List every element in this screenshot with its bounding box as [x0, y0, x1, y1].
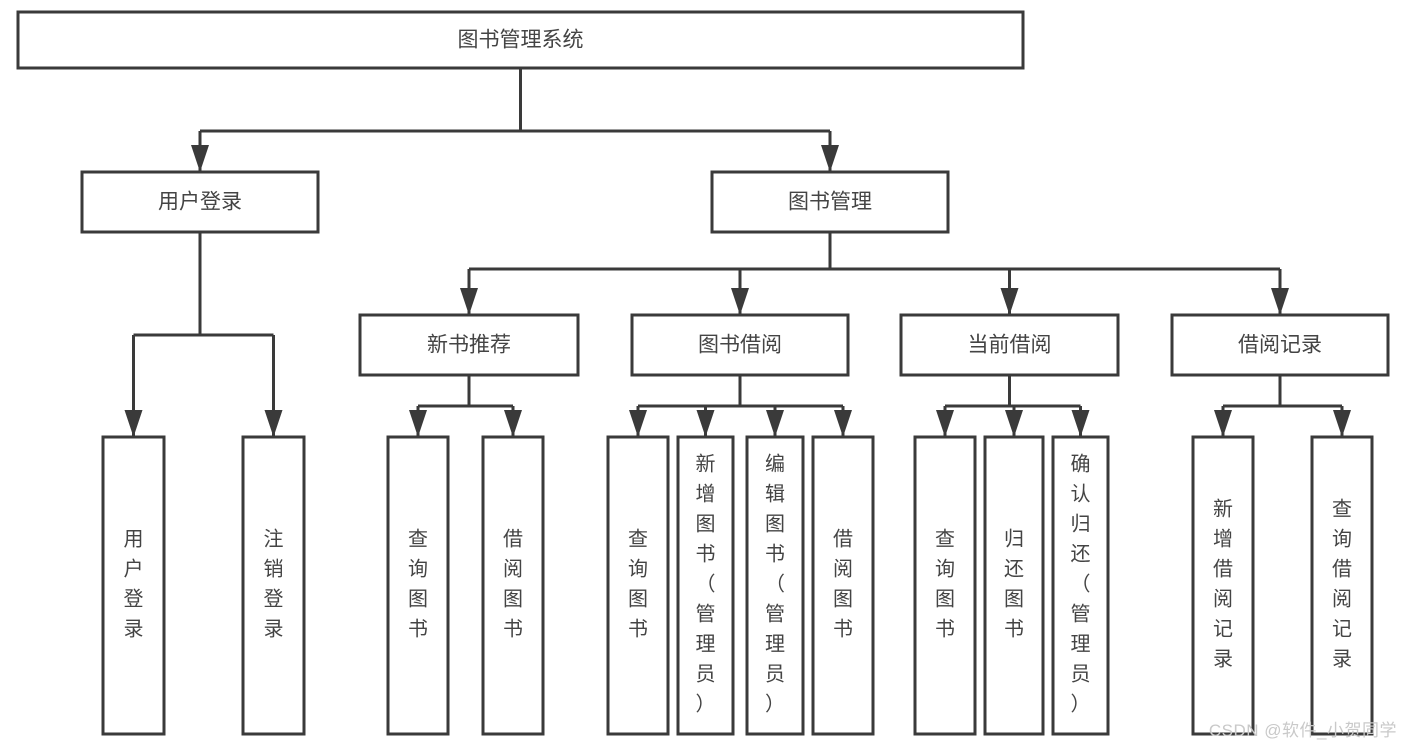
node-label: 借阅图书 — [833, 528, 853, 641]
node-box[interactable] — [1191, 435, 1255, 736]
arrow-head-icon — [1005, 410, 1023, 437]
node-label: 确认归还（管理员） — [1071, 453, 1091, 716]
node-box[interactable] — [606, 435, 670, 736]
node-label: 注销登录 — [264, 528, 284, 641]
node-box[interactable] — [358, 313, 580, 377]
node-box[interactable] — [630, 313, 850, 377]
node-leaf-borrow-book-2[interactable]: 借阅图书 — [811, 435, 875, 736]
edge-group-new-book-recommend — [409, 375, 522, 437]
node-box[interactable] — [710, 170, 950, 234]
node-leaf-query-book-1[interactable]: 查询图书 — [386, 435, 450, 736]
node-current-borrow[interactable]: 当前借阅 — [899, 313, 1120, 377]
node-label: 图书管理 — [788, 191, 872, 214]
node-root[interactable]: 图书管理系统 — [16, 10, 1025, 70]
node-box[interactable] — [983, 435, 1045, 736]
node-new-book-recommend[interactable]: 新书推荐 — [358, 313, 580, 377]
arrow-head-icon — [731, 288, 749, 315]
node-box[interactable] — [1051, 435, 1110, 736]
node-leaf-query-book-3[interactable]: 查询图书 — [913, 435, 977, 736]
edge-group-user-login — [124, 232, 283, 437]
arrow-head-icon — [834, 410, 852, 437]
node-box[interactable] — [101, 435, 166, 736]
node-book-borrow[interactable]: 图书借阅 — [630, 313, 850, 377]
arrow-head-icon — [1214, 410, 1232, 437]
node-layer: 图书管理系统用户登录图书管理新书推荐图书借阅当前借阅借阅记录用户登录注销登录查询… — [16, 10, 1390, 736]
node-box[interactable] — [913, 435, 977, 736]
edge-group-borrow-record — [1214, 375, 1351, 437]
node-box[interactable] — [899, 313, 1120, 377]
node-leaf-add-book[interactable]: 新增图书（管理员） — [676, 435, 735, 736]
node-box[interactable] — [241, 435, 306, 736]
node-label: 借阅记录 — [1238, 334, 1322, 357]
edge-group-book-borrow — [629, 375, 852, 437]
arrow-head-icon — [1071, 410, 1090, 437]
node-box[interactable] — [745, 435, 805, 736]
node-leaf-return-book[interactable]: 归还图书 — [983, 435, 1045, 736]
arrow-head-icon — [191, 145, 209, 172]
node-label: 新增图书（管理员） — [696, 453, 716, 716]
node-label: 当前借阅 — [968, 334, 1052, 357]
arrow-head-icon — [821, 145, 839, 172]
node-box[interactable] — [386, 435, 450, 736]
arrow-head-icon — [504, 410, 522, 437]
node-label: 借阅图书 — [503, 528, 523, 641]
arrow-head-icon — [264, 410, 283, 437]
node-label: 查询图书 — [408, 528, 428, 641]
node-label: 新增借阅记录 — [1213, 498, 1233, 671]
node-box[interactable] — [676, 435, 735, 736]
arrow-head-icon — [766, 410, 784, 437]
arrow-head-icon — [629, 410, 647, 437]
node-box[interactable] — [16, 10, 1025, 70]
node-label: 用户登录 — [124, 529, 144, 641]
node-box[interactable] — [1310, 435, 1374, 736]
node-label: 归还图书 — [1004, 528, 1024, 641]
arrow-head-icon — [1333, 410, 1351, 437]
node-user-login[interactable]: 用户登录 — [80, 170, 320, 234]
node-label: 编辑图书（管理员） — [765, 453, 785, 716]
node-leaf-borrow-book-1[interactable]: 借阅图书 — [481, 435, 545, 736]
node-leaf-user-login[interactable]: 用户登录 — [101, 435, 166, 736]
edge-group-root — [191, 68, 839, 172]
node-leaf-edit-book[interactable]: 编辑图书（管理员） — [745, 435, 805, 736]
arrow-head-icon — [460, 288, 478, 315]
arrow-head-icon — [696, 410, 715, 437]
node-borrow-record[interactable]: 借阅记录 — [1170, 313, 1390, 377]
node-book-manage[interactable]: 图书管理 — [710, 170, 950, 234]
arrow-head-icon — [124, 410, 143, 437]
node-label: 用户登录 — [158, 191, 242, 214]
edge-group-book-manage — [460, 232, 1289, 315]
node-box[interactable] — [811, 435, 875, 736]
node-leaf-query-book-2[interactable]: 查询图书 — [606, 435, 670, 736]
arrow-head-icon — [1271, 288, 1289, 315]
edge-group-current-borrow — [936, 375, 1090, 437]
edge-layer — [124, 68, 1351, 437]
arrow-head-icon — [409, 410, 427, 437]
node-leaf-query-record[interactable]: 查询借阅记录 — [1310, 435, 1374, 736]
node-leaf-confirm-return[interactable]: 确认归还（管理员） — [1051, 435, 1110, 736]
node-box[interactable] — [1170, 313, 1390, 377]
arrow-head-icon — [1000, 288, 1019, 315]
node-label: 图书管理系统 — [458, 29, 584, 52]
node-label: 图书借阅 — [698, 334, 782, 357]
node-leaf-user-logout[interactable]: 注销登录 — [241, 435, 306, 736]
node-label: 查询图书 — [935, 528, 955, 641]
arrow-head-icon — [936, 410, 954, 437]
node-leaf-add-record[interactable]: 新增借阅记录 — [1191, 435, 1255, 736]
node-label: 查询图书 — [628, 528, 648, 641]
node-box[interactable] — [80, 170, 320, 234]
node-label: 查询借阅记录 — [1332, 498, 1352, 671]
node-label: 新书推荐 — [427, 334, 511, 357]
node-box[interactable] — [481, 435, 545, 736]
